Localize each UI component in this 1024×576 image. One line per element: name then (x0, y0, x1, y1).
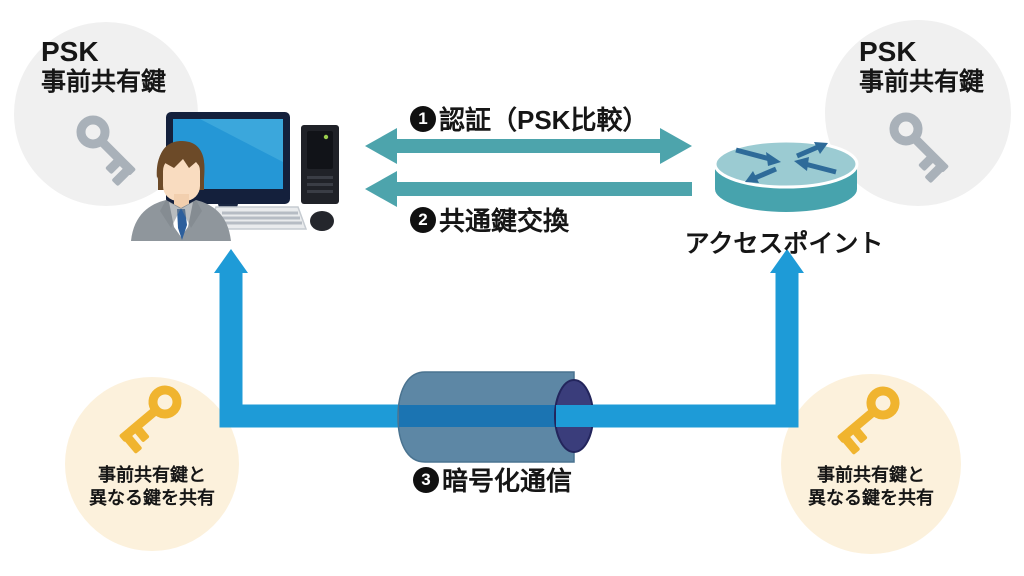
psk-subtitle: 事前共有鍵 (41, 68, 167, 96)
user-at-computer-icon (131, 112, 339, 241)
psk-title: PSK (859, 36, 917, 67)
shared-key-label-bottom-right: 事前共有鍵と 異なる鍵を共有 (771, 464, 971, 510)
shared-circle-bottom-left (65, 377, 239, 551)
psk-subtitle: 事前共有鍵 (859, 68, 985, 96)
step3-badge: 3 (413, 466, 439, 493)
router-arrows-icon (735, 144, 837, 181)
pc-tower-icon (301, 125, 339, 204)
psk-title: PSK (41, 36, 99, 67)
shared-circle-bottom-right (781, 374, 961, 554)
step3-text: 暗号化通信 (442, 466, 573, 496)
up-arrowhead-right (770, 249, 804, 273)
auth-double-arrow (365, 128, 692, 164)
step1-text: 認証（PSK比較） (439, 105, 649, 135)
shared-key-label-bottom-left: 事前共有鍵と 異なる鍵を共有 (52, 464, 252, 510)
step3-encrypted-label: 3 暗号化通信 (413, 461, 572, 498)
access-point-label: アクセスポイント (684, 230, 884, 258)
share-line2: 異なる鍵を共有 (89, 488, 215, 508)
step2-badge: 2 (410, 206, 436, 233)
step2-key-exchange-label: 2 共通鍵交換 (410, 201, 569, 238)
psk-label-top-left: PSK 事前共有鍵 (41, 37, 166, 97)
up-arrowhead-left (214, 249, 248, 273)
person-icon (131, 141, 231, 241)
psk-label-top-right: PSK 事前共有鍵 (859, 37, 984, 97)
psk-circle-top-right (825, 20, 1011, 206)
psk-circle-top-left (14, 22, 198, 206)
access-point-icon (713, 139, 859, 212)
step2-text: 共通鍵交換 (439, 206, 570, 236)
key-exchange-arrow (365, 171, 692, 207)
step1-auth-label: 1 認証（PSK比較） (410, 100, 648, 137)
share-line1: 事前共有鍵と (817, 465, 925, 485)
share-line1: 事前共有鍵と (98, 465, 206, 485)
share-line2: 異なる鍵を共有 (808, 488, 934, 508)
encrypted-tunnel-icon (397, 371, 596, 463)
step1-badge: 1 (410, 105, 436, 132)
mouse-icon (310, 211, 334, 231)
keyboard-icon (206, 206, 308, 230)
